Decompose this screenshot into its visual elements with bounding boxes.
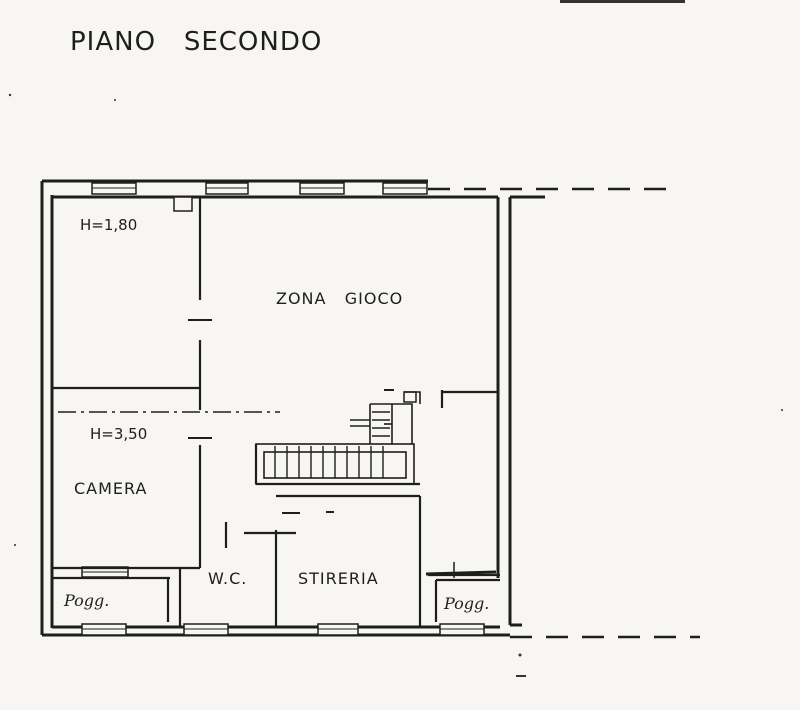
staircase <box>255 391 421 485</box>
balcony-label-left: Pogg. <box>63 591 109 610</box>
dashed-boundaries <box>428 187 700 639</box>
balcony-door-line <box>425 570 497 576</box>
room-label-camera: CAMERA <box>74 479 147 498</box>
floor-title: PIANO SECONDO <box>70 27 322 57</box>
door-marks <box>188 319 394 514</box>
height-label-camera: H=3,50 <box>90 425 147 443</box>
room-label-wc: W.C. <box>208 569 247 588</box>
balcony-label-right: Pogg. <box>443 594 489 613</box>
bottom-window-mullions <box>82 571 484 630</box>
top-edge-line <box>560 0 685 3</box>
height-label-upper: H=1,80 <box>80 216 137 234</box>
stair-newel <box>403 391 417 403</box>
stair-treads <box>274 411 390 478</box>
scan-specks <box>8 93 783 677</box>
room-label-stireria: STIRERIA <box>298 569 379 588</box>
room-label-zona-gioco: ZONA GIOCO <box>276 289 403 308</box>
